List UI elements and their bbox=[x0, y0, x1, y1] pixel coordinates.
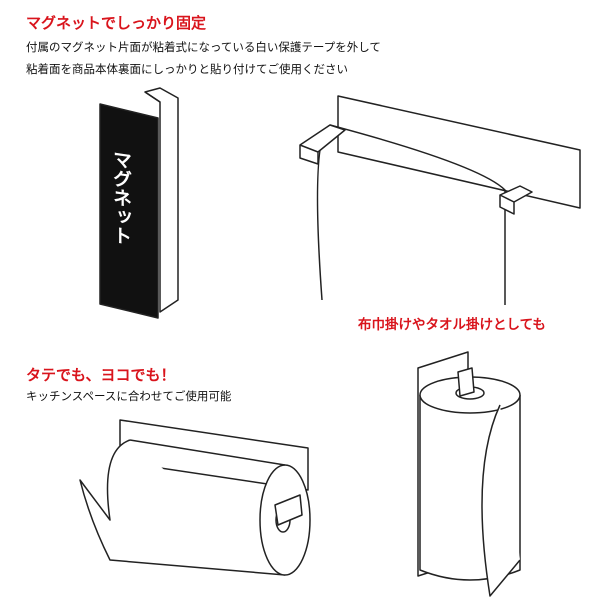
section1-line2: 粘着面を商品本体裏面にしっかりと貼り付けてご使用ください bbox=[26, 62, 348, 76]
towel-caption: 布巾掛けやタオル掛けとしても bbox=[358, 317, 546, 333]
magnet-label: マグネット bbox=[110, 148, 132, 247]
horizontal-roll-illustration bbox=[79, 419, 311, 576]
vertical-roll-illustration bbox=[417, 351, 521, 597]
towel-bar-illustration bbox=[299, 95, 581, 305]
section2-line1: キッチンスペースに合わせてご使用可能 bbox=[26, 389, 232, 403]
section2-title: タテでも、ヨコでも！ bbox=[26, 366, 176, 384]
magnet-holder-illustration bbox=[99, 87, 179, 319]
section1-title: マグネットでしっかり固定 bbox=[26, 14, 207, 32]
section1-line1: 付属のマグネット片面が粘着式になっている白い保護テープを外して bbox=[26, 40, 381, 54]
